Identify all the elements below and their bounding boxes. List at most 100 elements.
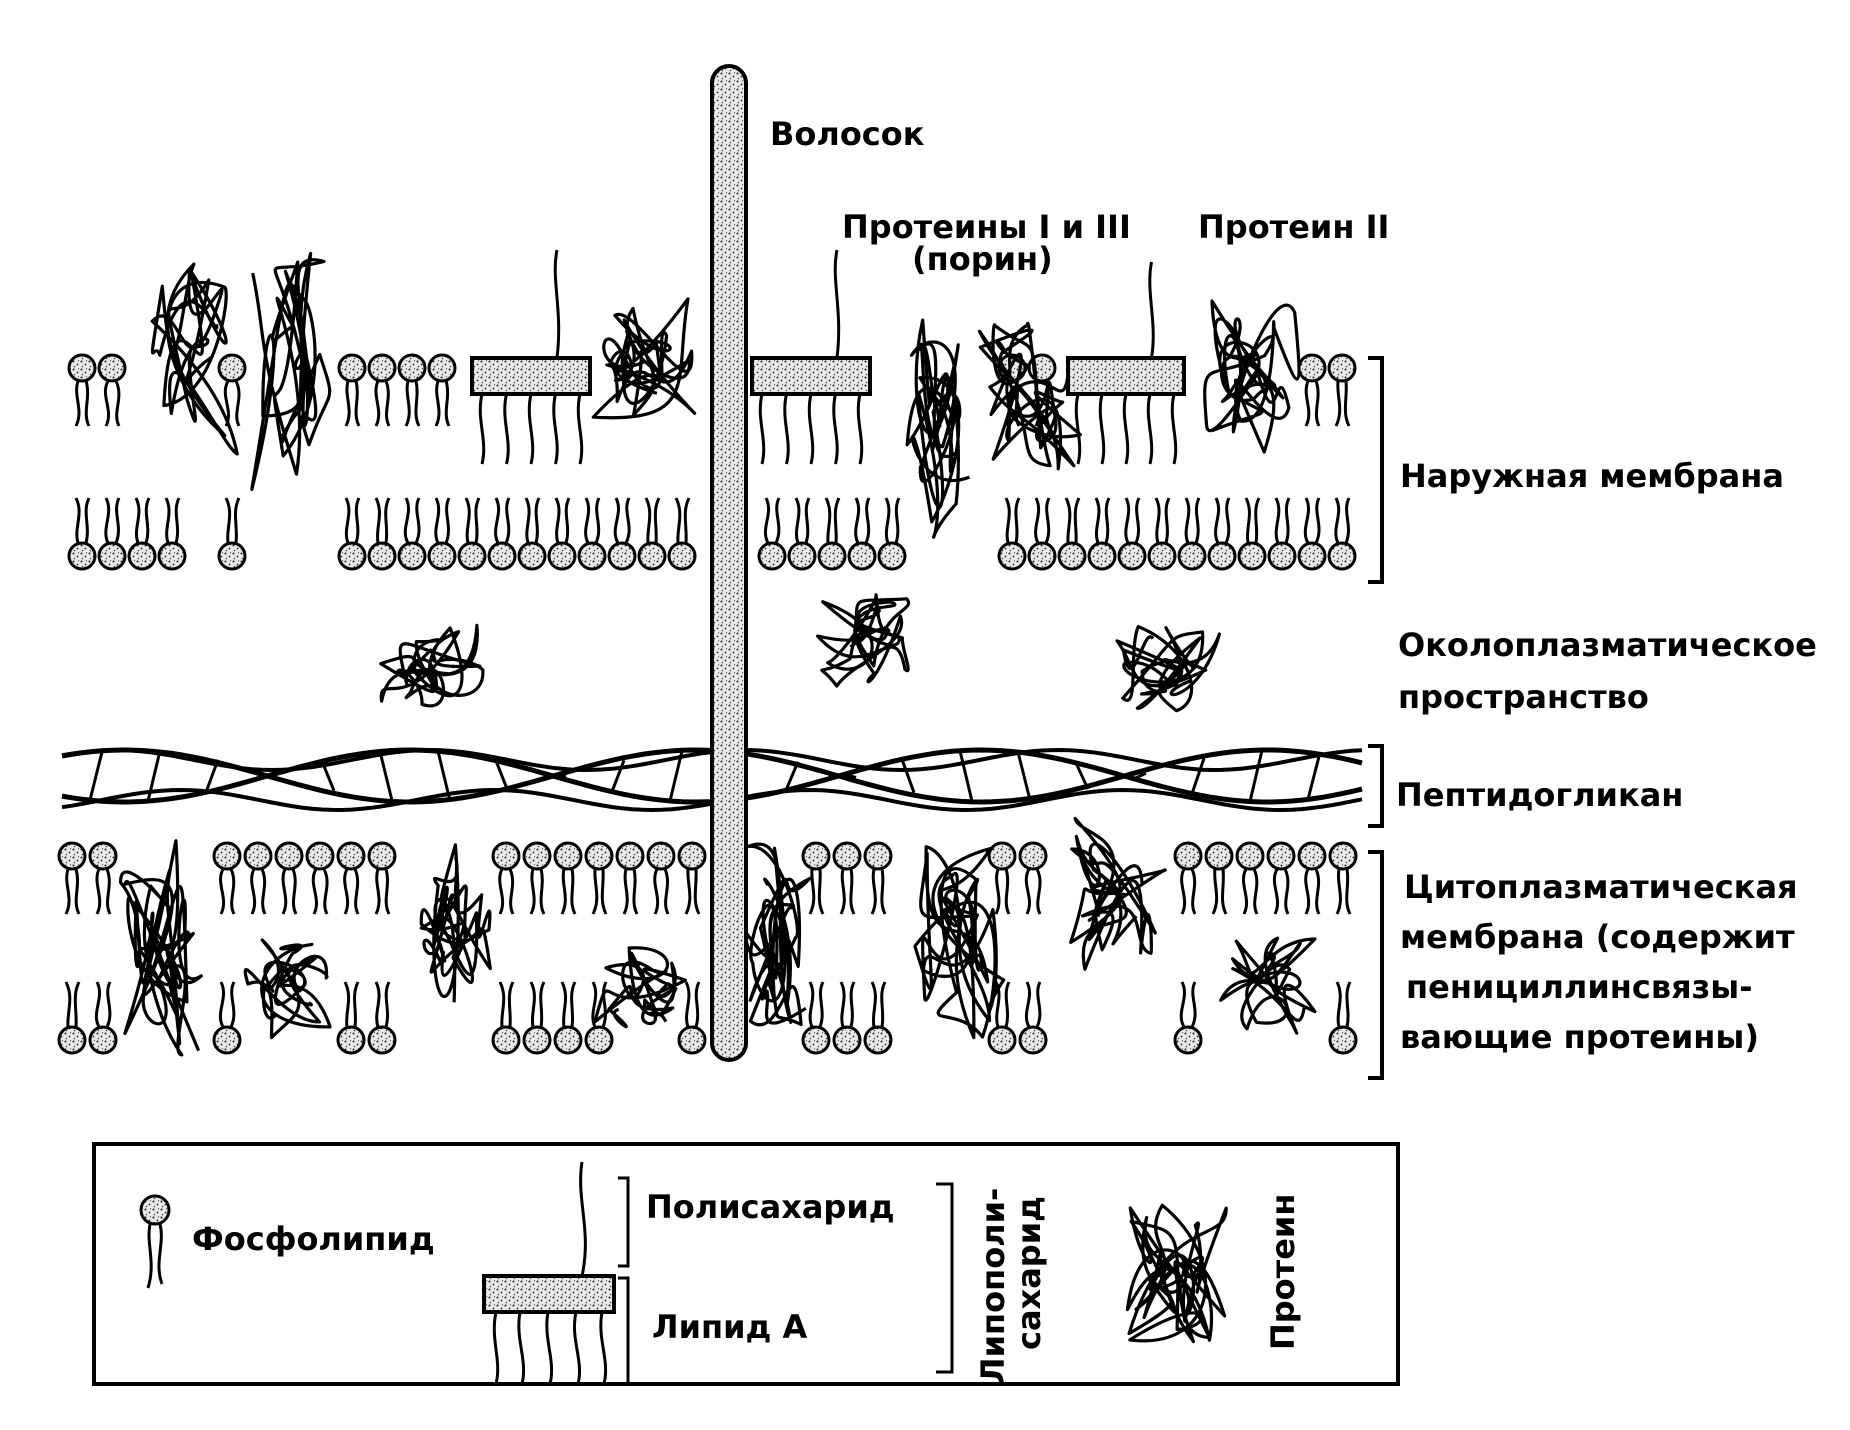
phospholipid-head <box>212 841 242 871</box>
phospholipid-tail <box>343 981 351 1028</box>
porin-label: (порин) <box>912 240 1053 278</box>
phospholipid-head <box>97 541 127 571</box>
peptide-crosslink <box>1133 771 1147 781</box>
phospholipid-tail <box>291 868 298 915</box>
phospholipid-tail <box>622 868 629 915</box>
cyto-label-line1: Цитоплазматическая <box>1404 868 1798 906</box>
phospholipid-tail <box>84 497 91 544</box>
membrane-protein <box>1069 816 1167 971</box>
phospholipid-tail <box>219 868 226 915</box>
phospholipid-head <box>1173 1025 1203 1055</box>
phospholipid-tail <box>1190 981 1197 1028</box>
phospholipid-head <box>367 841 397 871</box>
peptide-crosslink <box>1016 751 1032 801</box>
phospholipid-head <box>337 353 367 383</box>
phospholipid-tail <box>234 380 241 427</box>
phospholipid-tail <box>1180 868 1187 915</box>
phospholipid-head <box>67 541 97 571</box>
lps-symbol <box>482 1161 616 1385</box>
lps-polysaccharide <box>553 249 561 359</box>
phospholipid-tail <box>880 868 887 915</box>
peptide-crosslink <box>1074 762 1090 790</box>
phospholipid-head <box>1147 541 1177 571</box>
phospholipid-tail <box>1224 497 1231 544</box>
peptide-crosslink <box>378 751 394 801</box>
phospholipid-tail <box>539 868 546 915</box>
outer-membrane-bracket <box>1368 356 1384 584</box>
phospholipid-head <box>274 841 304 871</box>
phospholipid-tail <box>64 868 71 915</box>
phospholipid-tail <box>653 497 661 544</box>
phospholipid-tail <box>384 380 391 427</box>
phospholipid-head <box>801 841 831 871</box>
phospholipid-tail <box>849 868 856 915</box>
phospholipid-tail <box>74 497 81 544</box>
phospholipid-tail <box>260 868 267 915</box>
phospholipid-tail <box>1334 380 1342 427</box>
phospholipid-head <box>1057 541 1087 571</box>
phospholipid-head <box>217 541 247 571</box>
phospholipid-head <box>547 541 577 571</box>
peptide-crosslink <box>1248 750 1264 802</box>
phospholipid-tail <box>624 497 631 544</box>
phospholipid-head <box>553 841 583 871</box>
lipid-a-tail <box>527 393 535 465</box>
phospholipid-tail <box>864 497 871 544</box>
outer-membrane-label: Наружная мембрана <box>1400 457 1784 495</box>
phospholipid-head <box>757 541 787 571</box>
phospholipid-tail <box>808 868 816 915</box>
phospholipid-tail <box>105 868 112 915</box>
phospholipid-head <box>637 541 667 571</box>
phospholipid-tail <box>403 497 411 544</box>
phospholipid-head <box>212 1025 242 1055</box>
phospholipid-tail <box>74 868 81 915</box>
phospholipid-tail <box>1334 497 1341 544</box>
phospholipid-head <box>1177 541 1207 571</box>
phospholipid-tail <box>1124 497 1131 544</box>
phospholipid-tail <box>601 981 608 1028</box>
phospholipid-tail <box>229 868 236 915</box>
phospholipid-head <box>336 1025 366 1055</box>
phospholipid-head <box>1327 541 1357 571</box>
phospholipid-tail <box>1034 497 1041 544</box>
phospholipid-tail <box>1064 497 1072 544</box>
membrane-protein <box>593 946 687 1029</box>
phospholipid-head <box>1027 541 1057 571</box>
phospholipid-tail <box>870 868 877 915</box>
phospholipid-tail <box>584 497 591 544</box>
phospholipid-head <box>522 1025 552 1055</box>
phospholipid-head <box>1237 541 1267 571</box>
legend: Фосфолипид Полисахарид Липид А Липополи-… <box>92 1142 1400 1386</box>
legend-phospholipid: Фосфолипид <box>192 1220 435 1258</box>
phospholipid-tail <box>1283 868 1290 915</box>
phospholipid-tail <box>1179 981 1186 1028</box>
phospholipid-tail <box>1345 981 1352 1028</box>
phospholipid-tail <box>663 868 670 915</box>
cytoplasmic-membrane <box>57 816 1358 1057</box>
membrane-protein <box>243 938 332 1040</box>
phospholipid-tail <box>174 497 181 544</box>
periplasmic-protein <box>816 593 911 688</box>
phospholipid-tail <box>560 981 568 1028</box>
phospholipid-head <box>1297 353 1327 383</box>
phospholipid-tail <box>353 981 360 1028</box>
phospholipid-tail <box>591 981 598 1028</box>
lipid-a <box>1066 356 1186 396</box>
phospholipid-head <box>832 1025 862 1055</box>
phospholipid-tail <box>1314 868 1321 915</box>
phospholipid-tail <box>1314 380 1321 427</box>
phospholipid-head <box>877 541 907 571</box>
phospholipid-tail <box>794 497 801 544</box>
phospholipid-tail <box>1104 497 1111 544</box>
phospholipid-head <box>615 841 645 871</box>
phospholipid-tail <box>849 981 856 1028</box>
phospholipid-tail <box>1004 868 1011 915</box>
phospholipid-tail <box>134 497 141 544</box>
peptide-crosslink <box>1306 752 1322 800</box>
phospholipid-tail <box>1241 868 1249 915</box>
phospholipid-tail <box>1044 497 1051 544</box>
phospholipid-head <box>88 841 118 871</box>
peptidoglycan-label: Пептидогликан <box>1396 776 1683 814</box>
phospholipid-head <box>1204 841 1234 871</box>
phospholipid-head <box>1117 541 1147 571</box>
